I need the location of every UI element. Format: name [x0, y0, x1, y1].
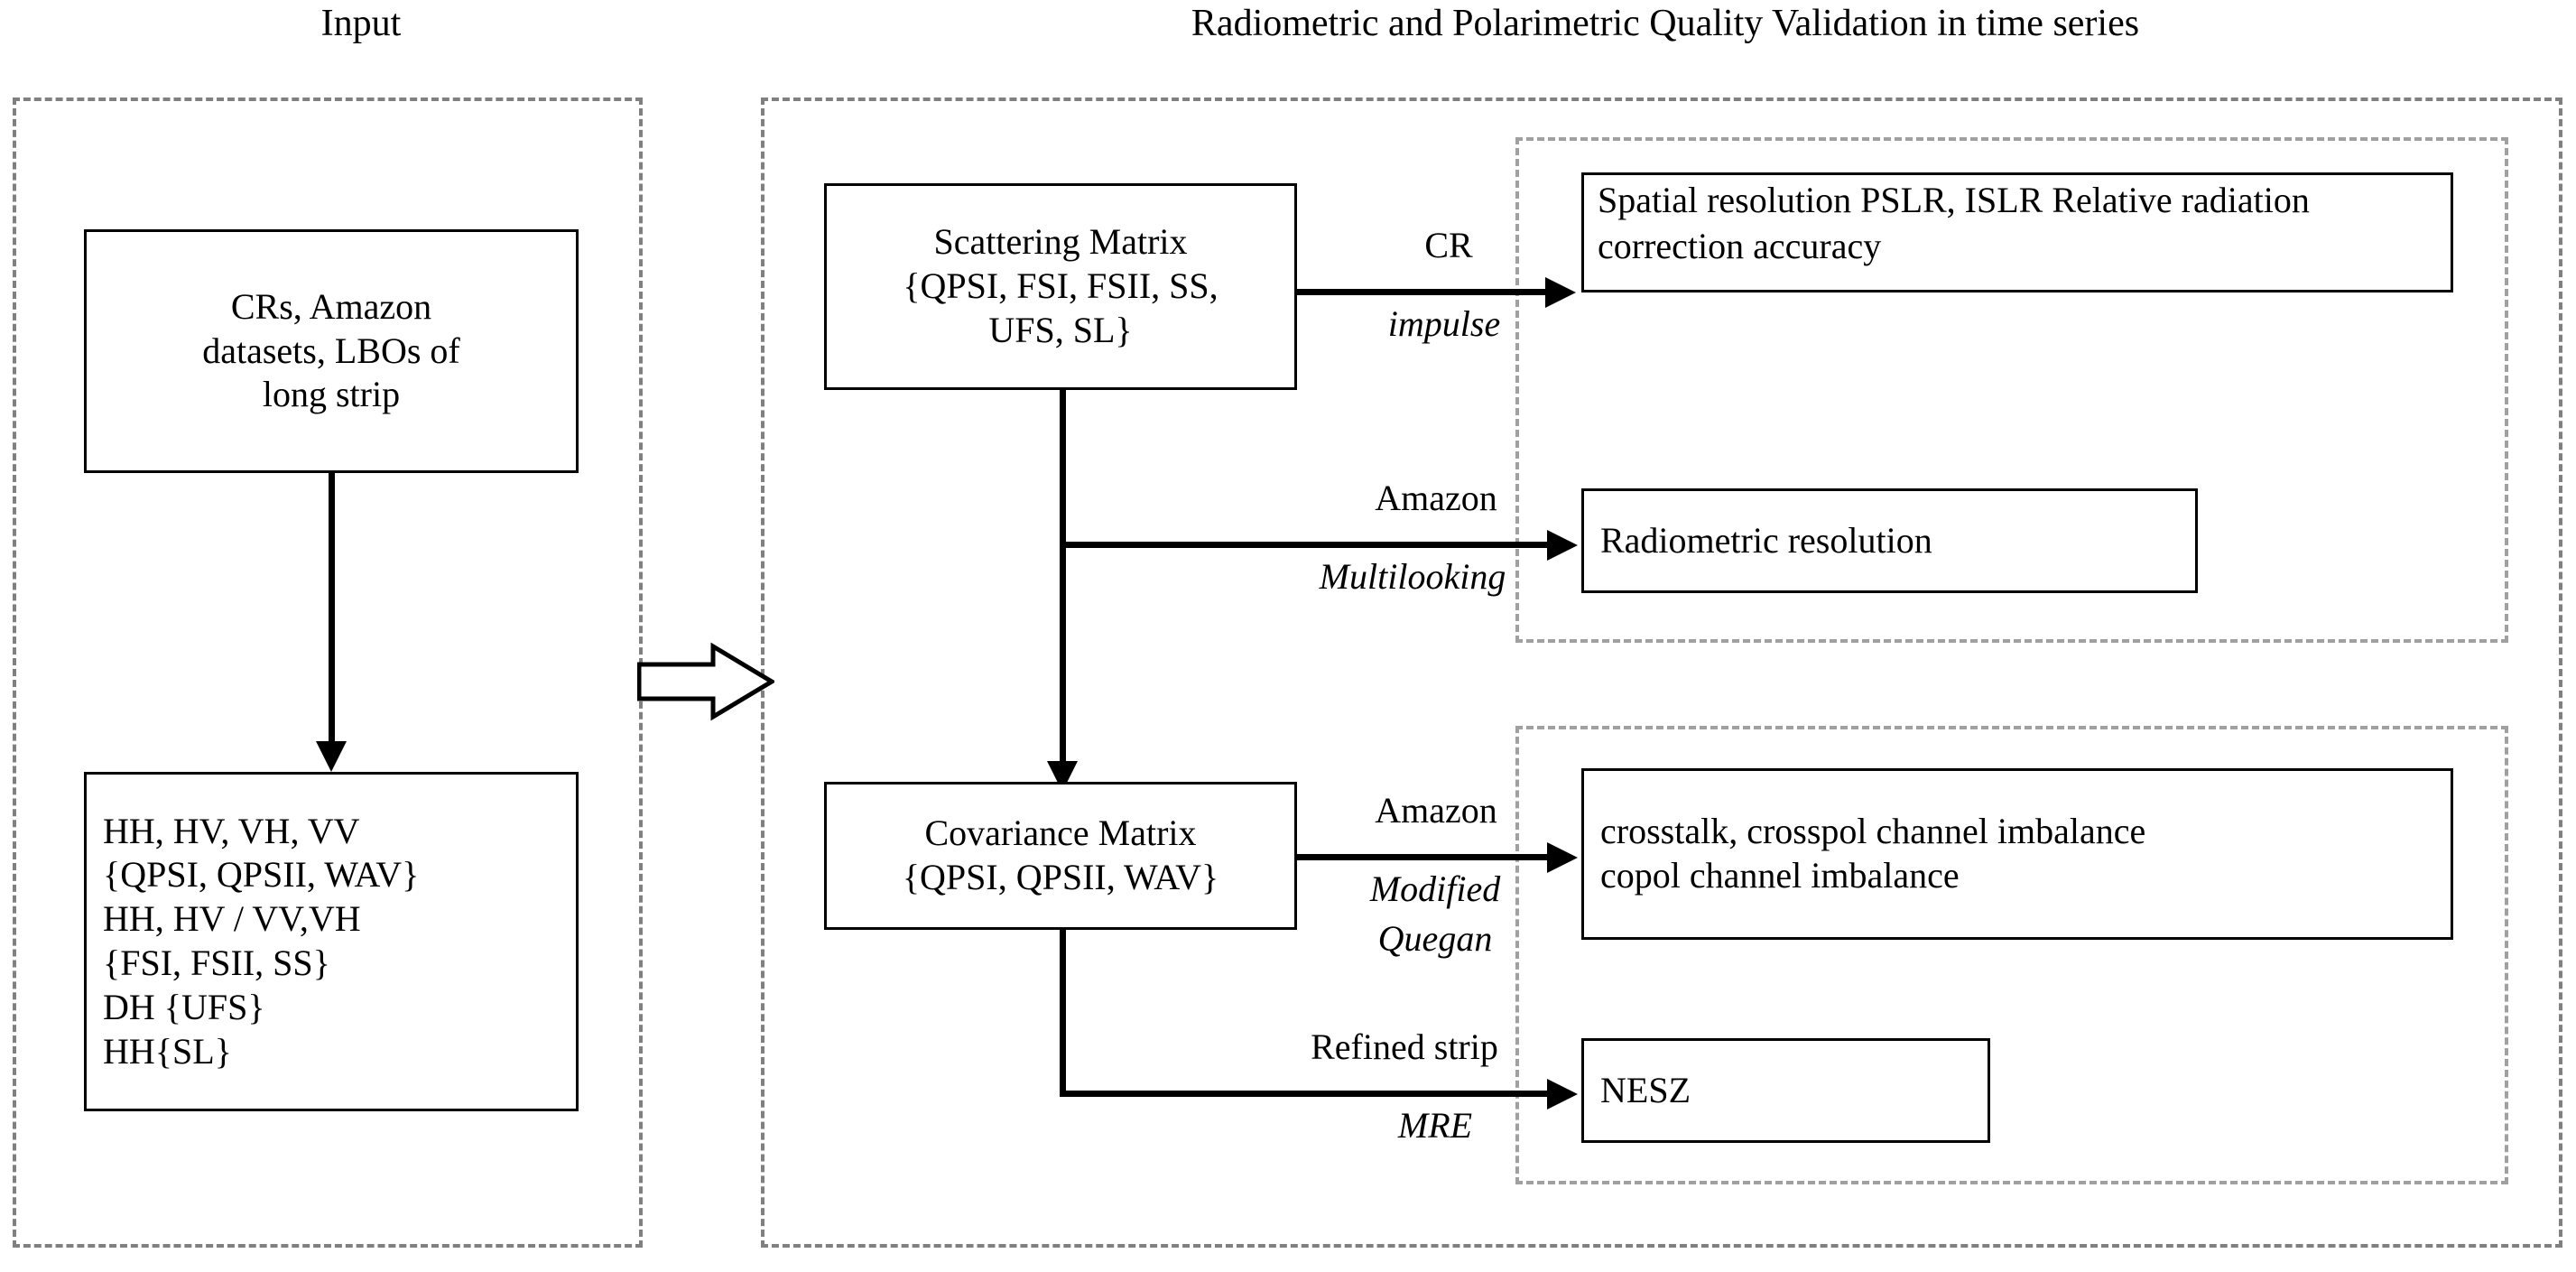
polarization-channels-box: HH, HV, VH, VV {QPSI, QPSII, WAV} HH, HV… — [84, 772, 579, 1111]
scattering-matrix-box: Scattering Matrix {QPSI, FSI, FSII, SS, … — [824, 183, 1297, 390]
edge-label-impulse: impulse — [1387, 303, 1501, 344]
impulse-result-line-1: Spatial resolution — [1598, 180, 1852, 220]
edge-label-refined-strip: Refined strip — [1311, 1026, 1498, 1067]
scattering-line-3: UFS, SL} — [988, 309, 1133, 350]
edge-line-refined-mre — [1060, 1091, 1560, 1097]
impulse-results-box — [1581, 172, 2453, 292]
radiometric-resolution-label: Radiometric resolution — [1600, 519, 1932, 561]
covariance-matrix-box: Covariance Matrix {QPSI, QPSII, WAV} — [824, 782, 1297, 930]
impulse-result-line-3: Relative radiation correction accuracy — [1598, 180, 2310, 267]
arrowhead-amazon-quegan — [1547, 842, 1578, 873]
arrowhead-amazon-multilooking — [1547, 530, 1578, 561]
covariance-line-1: Covariance Matrix — [924, 812, 1197, 854]
edge-label-multilooking: Multilooking — [1319, 556, 1506, 597]
channels-line-1: HH, HV, VH, VV — [103, 810, 360, 851]
edge-line-amazon-multilooking — [1060, 542, 1560, 548]
connector-source-to-channels — [329, 473, 335, 747]
source-line-1: CRs, Amazon — [230, 285, 432, 327]
connector-scattering-to-covariance — [1060, 388, 1066, 771]
nesz-label: NESZ — [1600, 1069, 1691, 1110]
edge-line-amazon-quegan — [1295, 854, 1560, 860]
connector-covariance-down — [1060, 928, 1066, 1097]
nesz-result-box: NESZ — [1581, 1038, 1990, 1143]
arrowhead-source-to-channels — [316, 741, 347, 772]
channels-line-2: {QPSI, QPSII, WAV} — [103, 854, 420, 896]
edge-label-quegan: Quegan — [1377, 918, 1493, 959]
source-datasets-box: CRs, Amazon datasets, LBOs of long strip — [84, 229, 579, 473]
source-line-3: long strip — [262, 374, 401, 415]
edge-label-modified: Modified — [1369, 868, 1501, 909]
source-line-2: datasets, LBOs of — [202, 330, 460, 371]
edge-label-amazon-bottom: Amazon — [1375, 790, 1497, 831]
impulse-result-line-2: PSLR, ISLR — [1860, 180, 2043, 220]
channels-line-5: DH {UFS} — [103, 986, 265, 1027]
crosstalk-result-line-1: crosstalk, crosspol channel imbalance — [1600, 811, 2146, 852]
scattering-line-2: {QPSI, FSI, FSII, SS, — [903, 265, 1219, 307]
validation-heading: Radiometric and Polarimetric Quality Val… — [1191, 3, 2140, 44]
crosstalk-results-box: crosstalk, crosspol channel imbalance co… — [1581, 768, 2453, 940]
radiometric-resolution-box: Radiometric resolution — [1581, 488, 2198, 593]
polarimetric-group — [1515, 726, 2508, 1184]
validation-panel — [761, 97, 2562, 1248]
edge-label-amazon-top: Amazon — [1375, 478, 1497, 518]
input-to-validation-arrow — [636, 641, 776, 722]
channels-line-4: {FSI, FSII, SS} — [103, 942, 330, 983]
scattering-line-1: Scattering Matrix — [933, 221, 1188, 263]
covariance-line-2: {QPSI, QPSII, WAV} — [902, 857, 1219, 897]
impulse-results-text: Spatial resolution PSLR, ISLR Relative r… — [1598, 177, 2446, 269]
edge-line-cr-impulse — [1295, 289, 1557, 295]
edge-label-mre: MRE — [1397, 1105, 1473, 1146]
radiometric-group — [1515, 137, 2508, 643]
channels-line-6: HH{SL} — [103, 1030, 232, 1072]
channels-line-3: HH, HV / VV,VH — [103, 898, 361, 940]
crosstalk-result-line-2: copol channel imbalance — [1600, 855, 1960, 896]
edge-label-cr: CR — [1424, 225, 1473, 265]
arrowhead-refined-mre — [1547, 1079, 1578, 1110]
input-heading: Input — [320, 3, 402, 44]
arrowhead-cr-impulse — [1545, 277, 1576, 308]
